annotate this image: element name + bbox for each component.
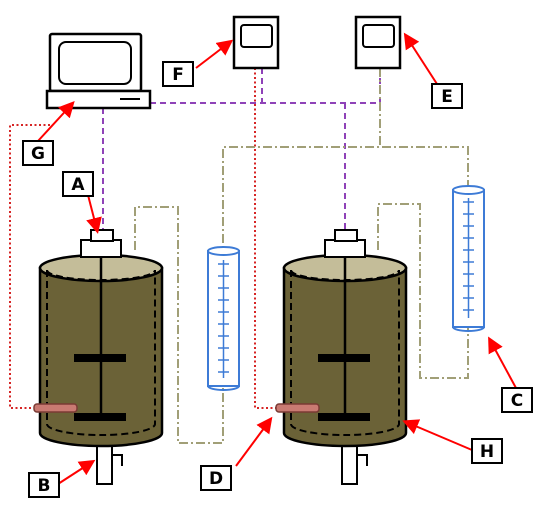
label-h-text: H xyxy=(480,442,494,462)
impeller-icon xyxy=(74,354,126,362)
computer-screen xyxy=(58,41,132,85)
right-column-ticks xyxy=(463,201,474,311)
label-e: E xyxy=(431,83,463,109)
arrow-g xyxy=(37,101,75,142)
red-line-middle xyxy=(254,68,282,409)
red-signal-lines xyxy=(9,68,282,409)
label-g: G xyxy=(22,140,54,166)
controller-f-icon xyxy=(232,15,280,70)
label-c-text: C xyxy=(511,391,523,411)
olive-line-top xyxy=(222,146,469,260)
arrow-c xyxy=(488,336,517,389)
olive-loop-left xyxy=(134,206,224,444)
arrow-h xyxy=(402,419,473,451)
arrow-a xyxy=(86,194,102,234)
red-line-left xyxy=(9,124,50,409)
label-h: H xyxy=(471,438,503,464)
label-b: B xyxy=(28,472,60,498)
olive-flow-lines xyxy=(134,68,469,444)
stirred-tank-reactor-left xyxy=(33,229,164,485)
label-f: F xyxy=(162,61,194,87)
olive-loop-right xyxy=(377,203,469,379)
impeller-icon xyxy=(74,413,126,421)
left-column-ticks xyxy=(218,263,229,373)
arrow-e xyxy=(403,32,438,85)
pointer-arrows xyxy=(37,32,517,485)
arrow-b xyxy=(57,459,96,485)
impeller-icon xyxy=(318,354,370,362)
label-a: A xyxy=(62,171,94,197)
arrow-d xyxy=(235,416,273,467)
probe-icon xyxy=(33,403,78,413)
label-e-text: E xyxy=(441,87,453,107)
graduated-column-left xyxy=(207,246,240,391)
label-d: D xyxy=(200,465,232,491)
arrow-f xyxy=(195,39,234,69)
probe-icon xyxy=(275,403,320,413)
label-a-text: A xyxy=(71,175,85,195)
label-b-text: B xyxy=(38,476,51,496)
controller-e-icon xyxy=(354,15,402,70)
label-g-text: G xyxy=(31,144,45,164)
label-d-text: D xyxy=(209,469,223,489)
label-f-text: F xyxy=(172,65,184,85)
graduated-column-right xyxy=(452,185,485,332)
stirred-tank-reactor-right xyxy=(275,229,408,485)
label-c: C xyxy=(501,387,533,413)
impeller-icon xyxy=(318,413,370,421)
computer-icon xyxy=(45,32,152,110)
